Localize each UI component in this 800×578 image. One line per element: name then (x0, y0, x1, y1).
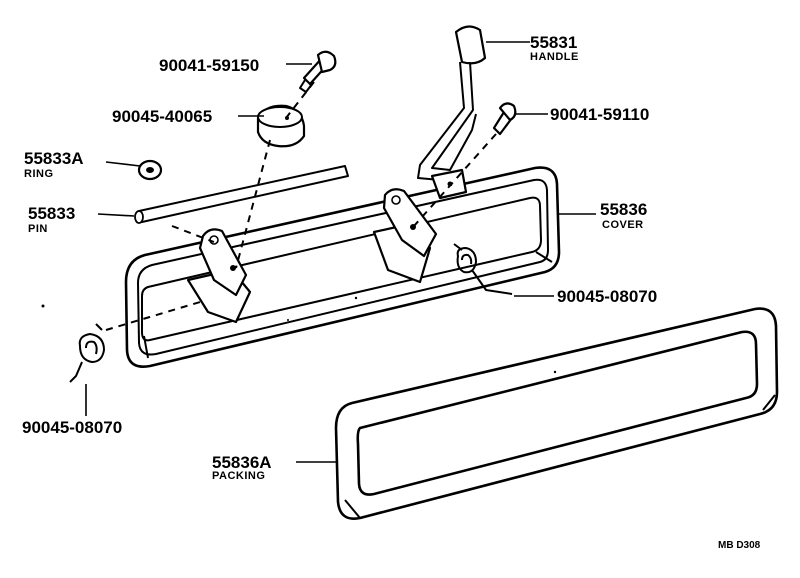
assembly-dashed-lines (105, 81, 497, 331)
part-number-cushion: 90045-40065 (112, 107, 212, 126)
part-number-spring-right: 90045-08070 (557, 287, 657, 306)
packing-illustration (334, 307, 779, 520)
part-number-cover: 55836 (600, 200, 647, 219)
label-bolt-upper: 90041-59150 (159, 56, 259, 75)
label-spring-right: 90045-08070 (557, 287, 657, 306)
diagram-reference: MB D308 (718, 540, 761, 551)
right-hinge-bracket (372, 188, 438, 284)
left-hinge-bracket (186, 228, 252, 324)
print-specks (41, 296, 557, 374)
part-number-bolt-right: 90041-59110 (550, 105, 649, 124)
part-name-cover: COVER (602, 219, 644, 231)
cushion-illustration (256, 104, 306, 148)
pin-illustration (134, 165, 349, 224)
label-handle: 55831 HANDLE (530, 33, 579, 63)
right-bolt-illustration (492, 102, 517, 136)
part-name-pin: PIN (28, 223, 48, 235)
label-spring-left: 90045-08070 (22, 418, 122, 437)
label-ring: 55833A RING (24, 149, 84, 180)
part-number-bolt-upper: 90041-59150 (159, 56, 259, 75)
part-number-pin: 55833 (28, 204, 75, 223)
left-spring-illustration (69, 323, 105, 383)
part-number-handle: 55831 (530, 33, 577, 52)
part-name-ring: RING (24, 168, 54, 180)
handle-illustration (417, 25, 487, 200)
upper-bolt-illustration (299, 50, 337, 93)
part-number-spring-left: 90045-08070 (22, 418, 122, 437)
part-name-packing: PACKING (212, 470, 265, 482)
label-cushion: 90045-40065 (112, 107, 212, 126)
cover-illustration (124, 166, 561, 368)
right-spring-illustration (453, 243, 513, 295)
label-bolt-right: 90041-59110 (550, 105, 649, 124)
label-packing: 55836A PACKING (212, 453, 272, 482)
part-name-handle: HANDLE (530, 51, 579, 63)
part-number-packing: 55836A (212, 453, 272, 472)
label-cover: 55836 COVER (600, 200, 647, 231)
ring-illustration (137, 159, 163, 181)
part-number-ring: 55833A (24, 149, 84, 168)
label-pin: 55833 PIN (28, 204, 75, 235)
leader-lines (85, 41, 596, 463)
